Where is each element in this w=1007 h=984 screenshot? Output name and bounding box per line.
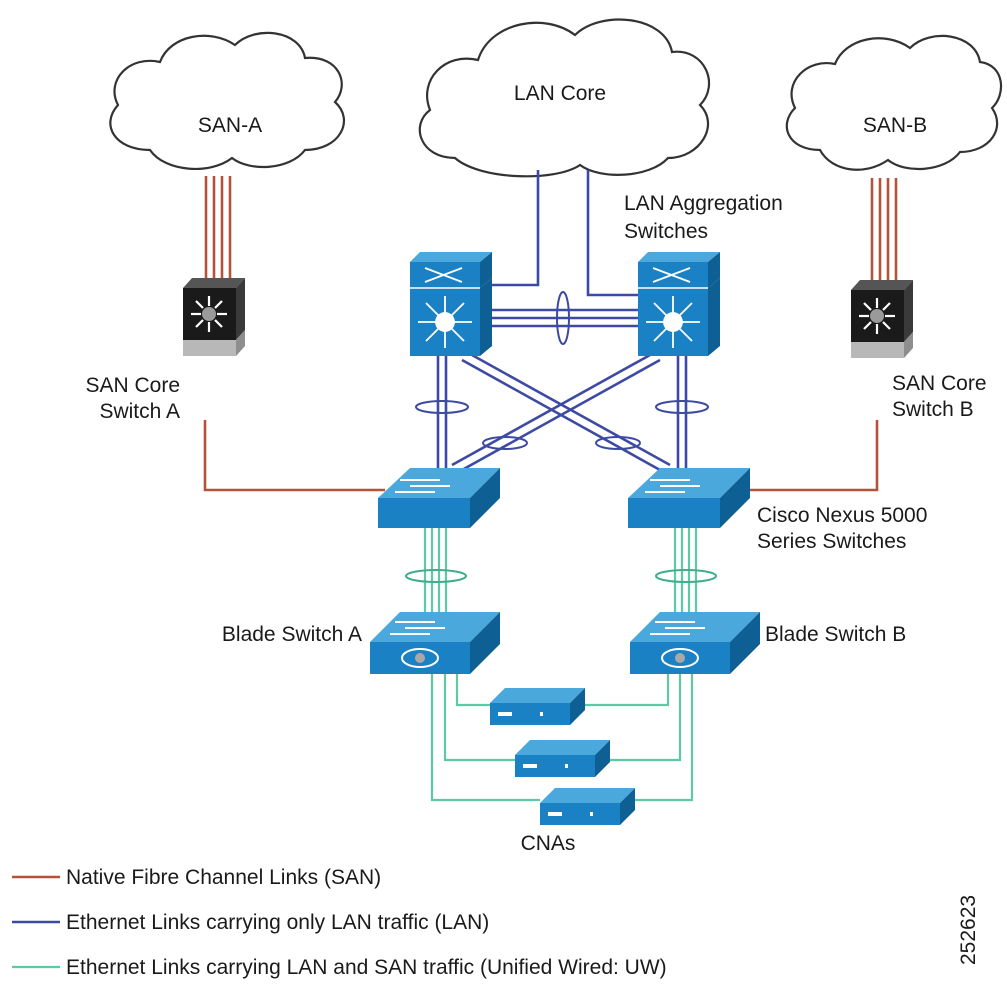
cna-3: [540, 788, 635, 825]
san-links: [203, 176, 898, 492]
cna-1: [490, 688, 585, 725]
nexus-switch-a: [378, 468, 500, 528]
legend-uw-text: Ethernet Links carrying LAN and SAN traf…: [66, 956, 667, 979]
nexus-label-line2: Series Switches: [757, 530, 906, 553]
nexus-switch-b: [628, 468, 750, 528]
legend-lan-text: Ethernet Links carrying only LAN traffic…: [66, 911, 489, 934]
san-core-b-label-line2: Switch B: [892, 398, 974, 421]
san-core-switch-a: [183, 278, 245, 356]
lan-agg-label-line2: Switches: [624, 220, 708, 243]
figure-id: 252623: [957, 895, 980, 965]
cnas-label: CNAs: [521, 832, 576, 855]
san-core-a-label-line2: Switch A: [99, 400, 180, 423]
blade-switch-a-label: Blade Switch A: [222, 623, 362, 646]
blade-switch-a: [370, 612, 500, 674]
nexus-label-line1: Cisco Nexus 5000: [757, 504, 927, 527]
cna-2: [515, 740, 610, 777]
lan-port-channel-rings: [415, 291, 709, 450]
san-b-cloud: SAN-B: [785, 34, 1003, 171]
san-core-switch-b: [851, 280, 913, 358]
san-core-b-label-line1: SAN Core: [892, 372, 987, 395]
lan-links: [436, 170, 688, 490]
lan-agg-label-line1: LAN Aggregation: [624, 192, 783, 215]
lan-core-cloud: LAN Core: [418, 18, 710, 178]
san-core-a-label-line1: SAN Core: [85, 374, 180, 397]
blade-switch-b-label: Blade Switch B: [765, 623, 906, 646]
lan-core-label: LAN Core: [514, 82, 606, 105]
uw-port-channel-rings: [405, 569, 717, 583]
legend-san-text: Native Fibre Channel Links (SAN): [66, 866, 381, 889]
uw-links: [423, 525, 698, 802]
blade-switch-b: [630, 612, 760, 674]
lan-agg-switch-b: [638, 252, 720, 356]
san-a-cloud: SAN-A: [109, 31, 346, 170]
lan-agg-switch-a: [410, 252, 492, 356]
san-b-label: SAN-B: [863, 114, 927, 137]
san-a-label: SAN-A: [198, 114, 262, 137]
legend: Native Fibre Channel Links (SAN) Etherne…: [12, 866, 667, 979]
